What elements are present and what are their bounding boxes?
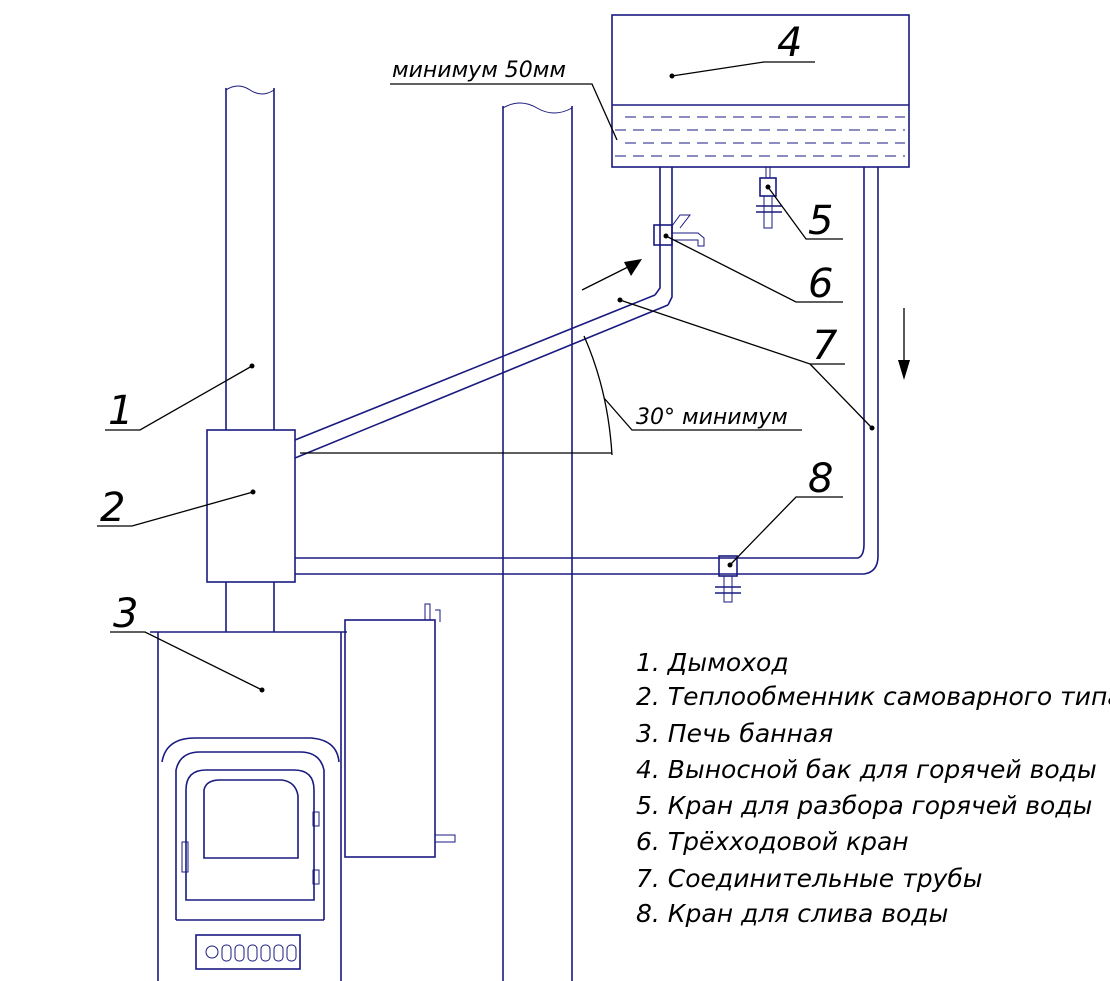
min-angle-label: 30° минимум [636,405,788,430]
leader-lines [97,61,875,693]
callout-8: 8 [808,456,833,502]
legend-item-6: 6. Трёхходовой кран [636,827,909,856]
wall-pipe [502,102,573,981]
legend-item-7: 7. Соединительные трубы [636,864,983,893]
legend: 1. Дымоход 2. Теплообменник самоварного … [636,648,1110,928]
stove-side-tank [344,603,456,858]
three-way-valve [653,214,705,247]
callout-1: 1 [108,388,133,434]
heat-exchanger [206,429,296,583]
chimney [225,85,275,632]
callout-5: 5 [808,198,833,244]
legend-item-2: 2. Теплообменник самоварного типа [636,682,1110,711]
callout-7: 7 [812,323,838,369]
callout-4: 4 [777,20,802,66]
min-gap-label: минимум 50мм [392,58,566,83]
callout-6: 6 [808,261,833,307]
connecting-pipes [294,167,879,575]
legend-item-5: 5. Кран для разбора горячей воды [636,791,1092,820]
legend-item-1: 1. Дымоход [636,648,789,677]
bath-stove [150,631,347,981]
hot-water-valve [756,167,782,229]
drain-valve [715,555,741,603]
legend-item-8: 8. Кран для слива воды [636,899,948,928]
angle-dimension [300,335,802,456]
legend-item-3: 3. Печь банная [636,719,833,748]
remote-tank [611,14,910,168]
callout-2: 2 [100,485,125,531]
legend-item-4: 4. Выносной бак для горячей воды [636,755,1097,784]
callout-3: 3 [113,591,138,637]
flow-arrows [581,259,910,380]
